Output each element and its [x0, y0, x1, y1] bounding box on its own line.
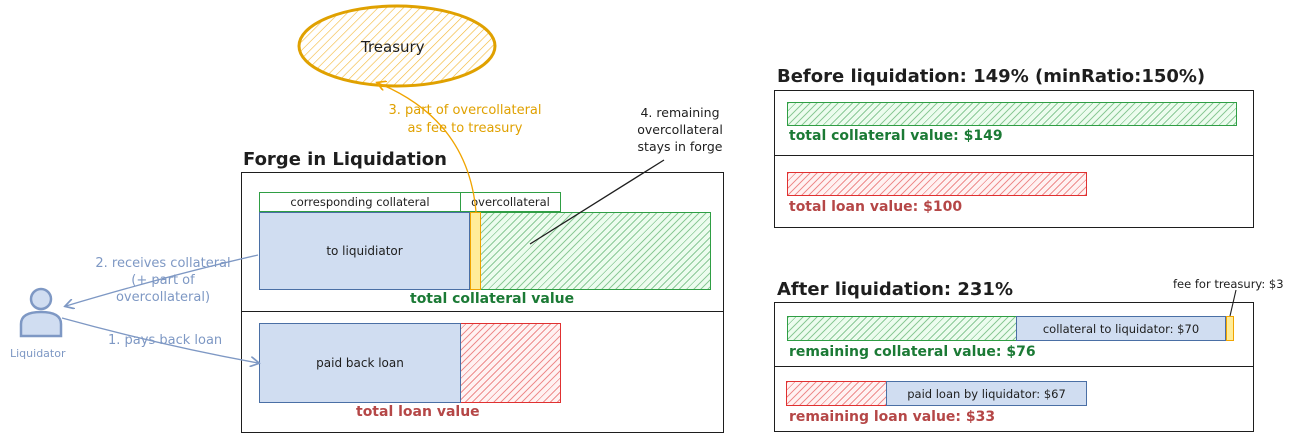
- fee-to-treasury-note: 3. part of overcollateral as fee to trea…: [380, 102, 550, 138]
- remaining-overcollateral-note: 4. remaining overcollateral stays in for…: [620, 104, 740, 155]
- forge-fee-sliver: [470, 212, 481, 290]
- after-frame: [774, 302, 1254, 432]
- overcollateral-header: overcollateral: [460, 192, 561, 212]
- remaining-pointer-line: [529, 159, 665, 245]
- forge-divider: [241, 311, 724, 312]
- before-divider: [774, 155, 1254, 156]
- collateral-to-liquidator-box: collateral to liquidator: $70: [1016, 316, 1226, 341]
- forge-frame: [241, 172, 724, 433]
- receives-note-line-2: (+ part of: [131, 273, 195, 288]
- remaining-collateral-label: remaining collateral value: $76: [789, 344, 1036, 360]
- treasury-ellipse: [297, 4, 497, 88]
- fee-pointer-line: [1229, 289, 1237, 317]
- before-loan-bar: [787, 172, 1087, 196]
- total-collateral-value-label: total collateral value: [410, 291, 575, 307]
- remaining-note-line-3: stays in forge: [637, 139, 723, 154]
- fee-to-treasury-arrow: [378, 83, 477, 213]
- before-collateral-bar: [787, 102, 1237, 126]
- after-remaining-loan-bar: [786, 381, 887, 406]
- total-loan-value-label: total loan value: [356, 404, 480, 420]
- after-title: After liquidation: 231%: [777, 279, 1013, 300]
- to-liquidator-box: to liquidiator: [259, 212, 470, 290]
- treasury-label: Treasury: [361, 38, 425, 56]
- pays-back-arrow: [61, 317, 258, 363]
- fee-for-treasury-label: fee for treasury: $3: [1173, 277, 1284, 291]
- fee-note-line-1: 3. part of overcollateral: [388, 103, 542, 118]
- remaining-note-line-2: overcollateral: [637, 122, 723, 137]
- receives-note-line-1: 2. receives collateral: [95, 256, 231, 271]
- remaining-loan-label: remaining loan value: $33: [789, 409, 996, 425]
- before-loan-label: total loan value: $100: [789, 199, 963, 215]
- remaining-note-line-1: 4. remaining: [640, 105, 720, 120]
- after-remaining-collateral-bar: [787, 316, 1017, 341]
- receives-note-line-3: overcollateral): [115, 290, 211, 305]
- receives-collateral-arrow: [66, 254, 259, 306]
- person-icon: [19, 287, 63, 338]
- receives-collateral-note: 2. receives collateral (+ part of overco…: [88, 255, 238, 306]
- after-fee-sliver: [1226, 316, 1234, 341]
- before-frame: [774, 90, 1254, 228]
- liquidator-label: Liquidator: [10, 347, 66, 360]
- fee-note-line-2: as fee to treasury: [407, 121, 523, 136]
- corresponding-collateral-header: corresponding collateral: [259, 192, 461, 212]
- before-title: Before liquidation: 149% (minRatio:150%): [777, 66, 1206, 87]
- paid-loan-by-liquidator-box: paid loan by liquidator: $67: [886, 381, 1087, 406]
- paid-back-loan-box: paid back loan: [259, 323, 461, 403]
- before-collateral-label: total collateral value: $149: [789, 128, 1003, 144]
- after-divider: [774, 366, 1254, 367]
- forge-title: Forge in Liquidation: [243, 149, 447, 170]
